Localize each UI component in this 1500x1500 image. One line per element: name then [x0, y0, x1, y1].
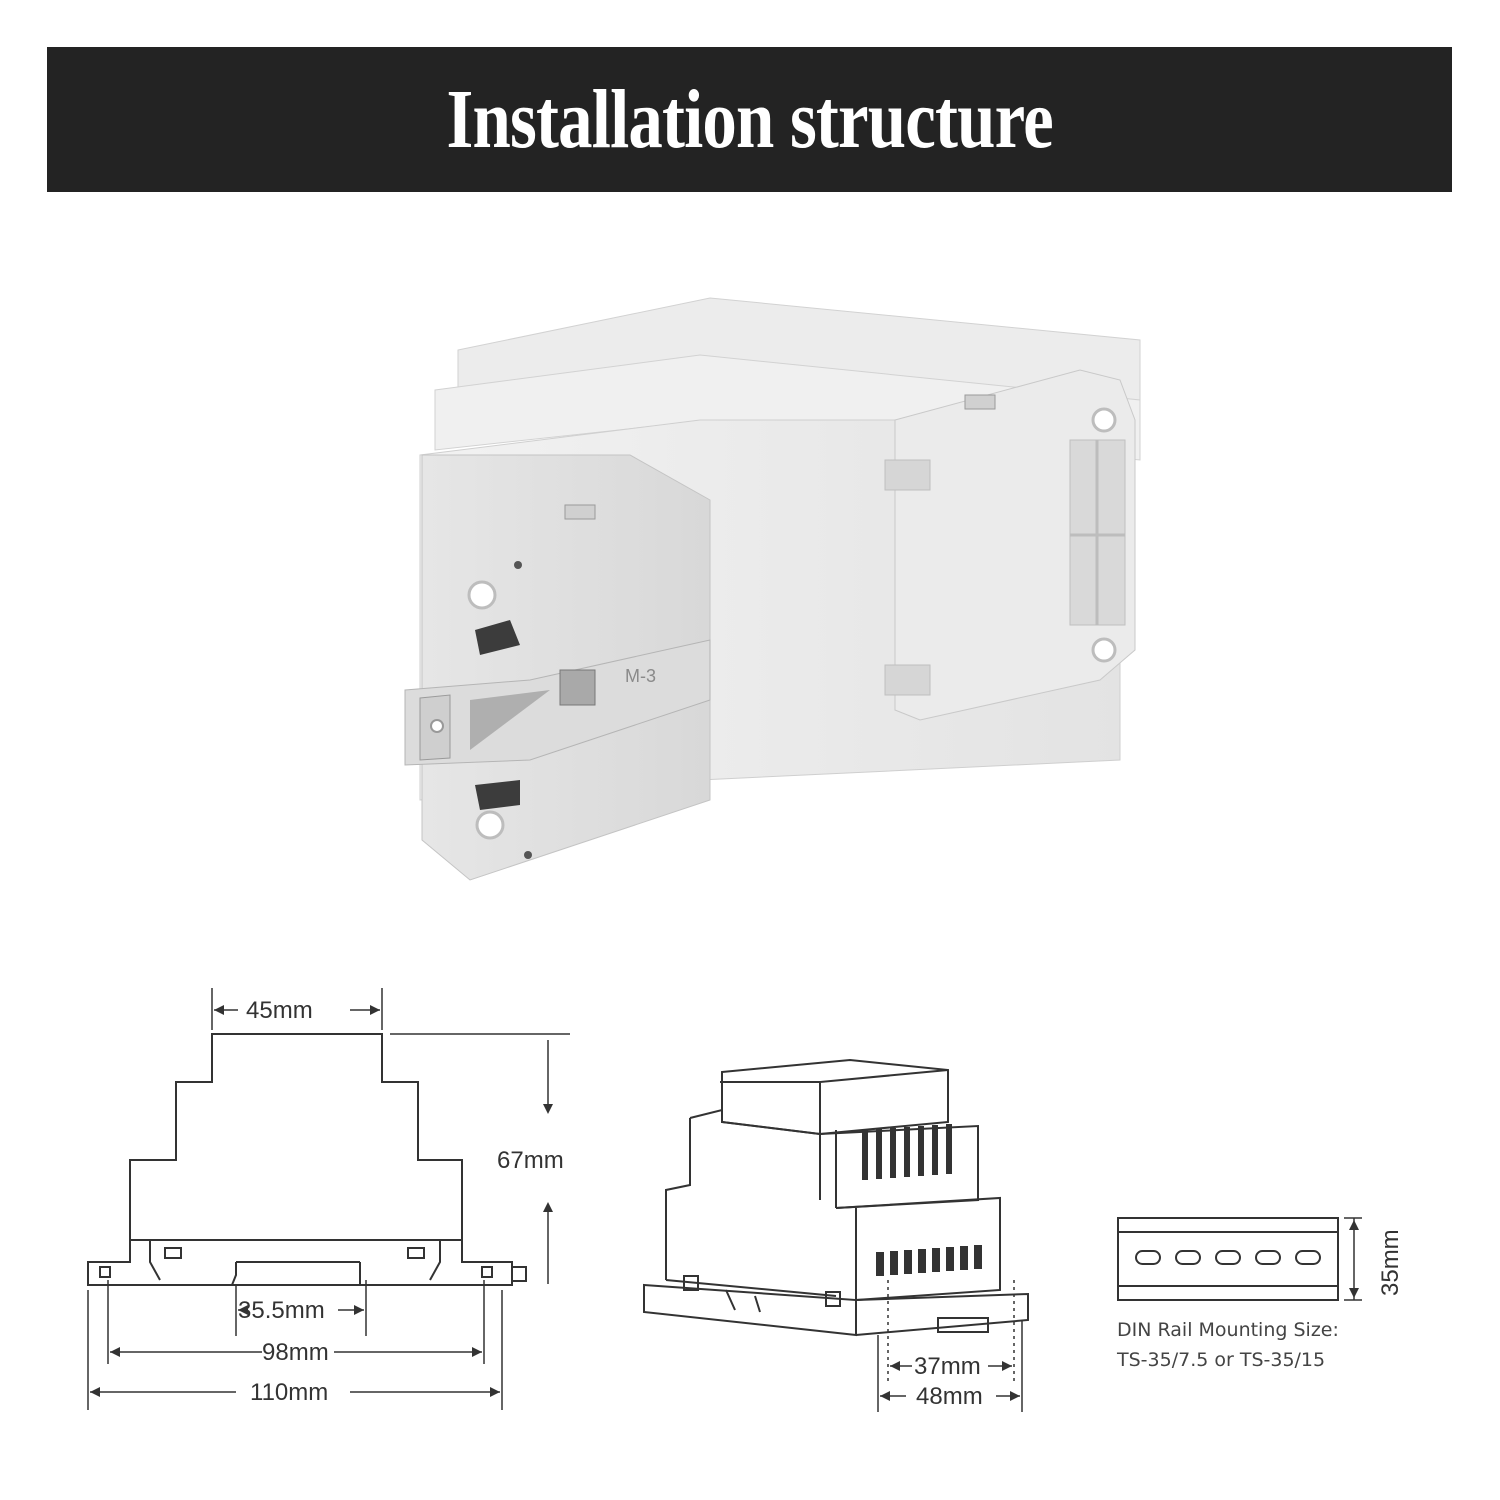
din-rail-drawing [1117, 1217, 1339, 1301]
dim-rail-height: 35mm [1377, 1229, 1404, 1296]
din-rail-enclosure-render: M-3 [404, 297, 1141, 881]
din-rail-note-line1: DIN Rail Mounting Size: [1117, 1319, 1339, 1341]
dim-height: 67mm [497, 1147, 564, 1174]
dim-overall-width: 110mm [250, 1379, 328, 1406]
dim-outer-depth: 48mm [916, 1383, 983, 1410]
front-arrowheads [90, 1005, 553, 1397]
front-dimension-lines [87, 988, 570, 1410]
iso-dimension-lines [877, 1280, 1023, 1412]
title-banner: Installation structure [47, 47, 1452, 192]
iso-view [643, 1058, 1029, 1337]
front-view [87, 1033, 527, 1286]
clip-marking: M-3 [625, 666, 656, 686]
dim-hole-pitch: 98mm [262, 1339, 329, 1366]
dim-width-top: 45mm [246, 997, 313, 1024]
dim-inner-depth: 37mm [914, 1353, 981, 1380]
iso-vents [862, 1124, 982, 1276]
dim-rail-slot: 35.5mm [238, 1297, 325, 1324]
iso-arrowheads [880, 1361, 1020, 1401]
din-rail-dimension [1344, 1217, 1362, 1301]
dimension-drawings: 45mm 67mm 35.5mm 98mm 110mm [87, 988, 1404, 1412]
din-rail-note-line2: TS-35/7.5 or TS-35/15 [1116, 1349, 1325, 1371]
page-title: Installation structure [446, 73, 1053, 166]
